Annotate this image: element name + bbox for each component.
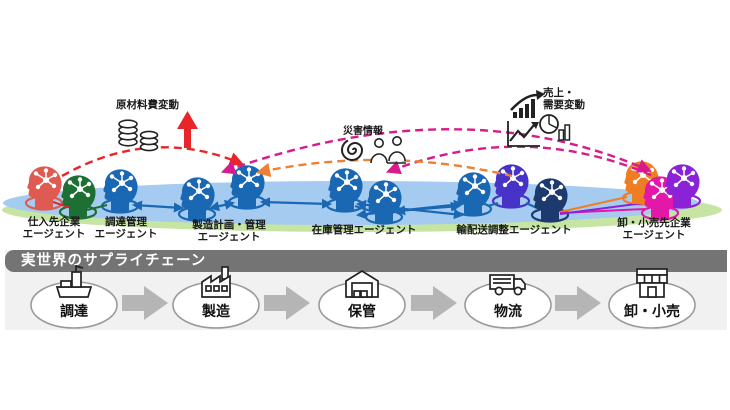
truck-icon bbox=[489, 274, 526, 296]
store-icon bbox=[636, 268, 668, 298]
stage-arrows bbox=[122, 286, 601, 320]
stage-label-retail: 卸・小売 bbox=[624, 303, 680, 319]
disaster-info-label: 災害情報 bbox=[343, 126, 383, 137]
demand-arc-upper bbox=[220, 128, 652, 175]
sales-demand-label: 売上・ 需要変動 bbox=[543, 87, 585, 111]
charts-icon bbox=[507, 90, 571, 147]
factory-icon bbox=[201, 266, 231, 298]
label-inventory-agent: 在庫管理エージェント bbox=[311, 224, 417, 236]
label-manufacturing-agent: 製造計画・管理 エージェント bbox=[192, 219, 266, 243]
label-transport-agent: 輸配送調整エージェント bbox=[456, 224, 572, 236]
stage-label-logistics: 物流 bbox=[494, 303, 522, 319]
raw-material-arc bbox=[61, 146, 244, 178]
label-supplier-agent: 仕入先企業 エージェント bbox=[22, 216, 86, 240]
transport-arc bbox=[255, 158, 513, 178]
real-world-header: 実世界のサプライチェーン bbox=[5, 250, 727, 272]
real-world-header-label: 実世界のサプライチェーン bbox=[21, 253, 207, 269]
people-icon bbox=[370, 136, 406, 164]
label-retail-agent: 卸・小売先企業 エージェント bbox=[617, 217, 691, 241]
typhoon-icon bbox=[340, 139, 364, 161]
stage-ellipses bbox=[30, 281, 696, 329]
label-procurement-agent: 調達管理 エージェント bbox=[94, 216, 158, 240]
stage-label-storage: 保管 bbox=[348, 303, 376, 319]
raw-material-cost-label: 原材料費変動 bbox=[116, 99, 179, 111]
stage-label-procurement: 調達 bbox=[60, 303, 88, 319]
ship-icon bbox=[55, 265, 93, 298]
warehouse-icon bbox=[345, 269, 379, 298]
stage-label-manufacturing: 製造 bbox=[202, 303, 230, 319]
coin-stack-icon bbox=[118, 119, 159, 152]
up-arrow-icon bbox=[177, 111, 198, 148]
